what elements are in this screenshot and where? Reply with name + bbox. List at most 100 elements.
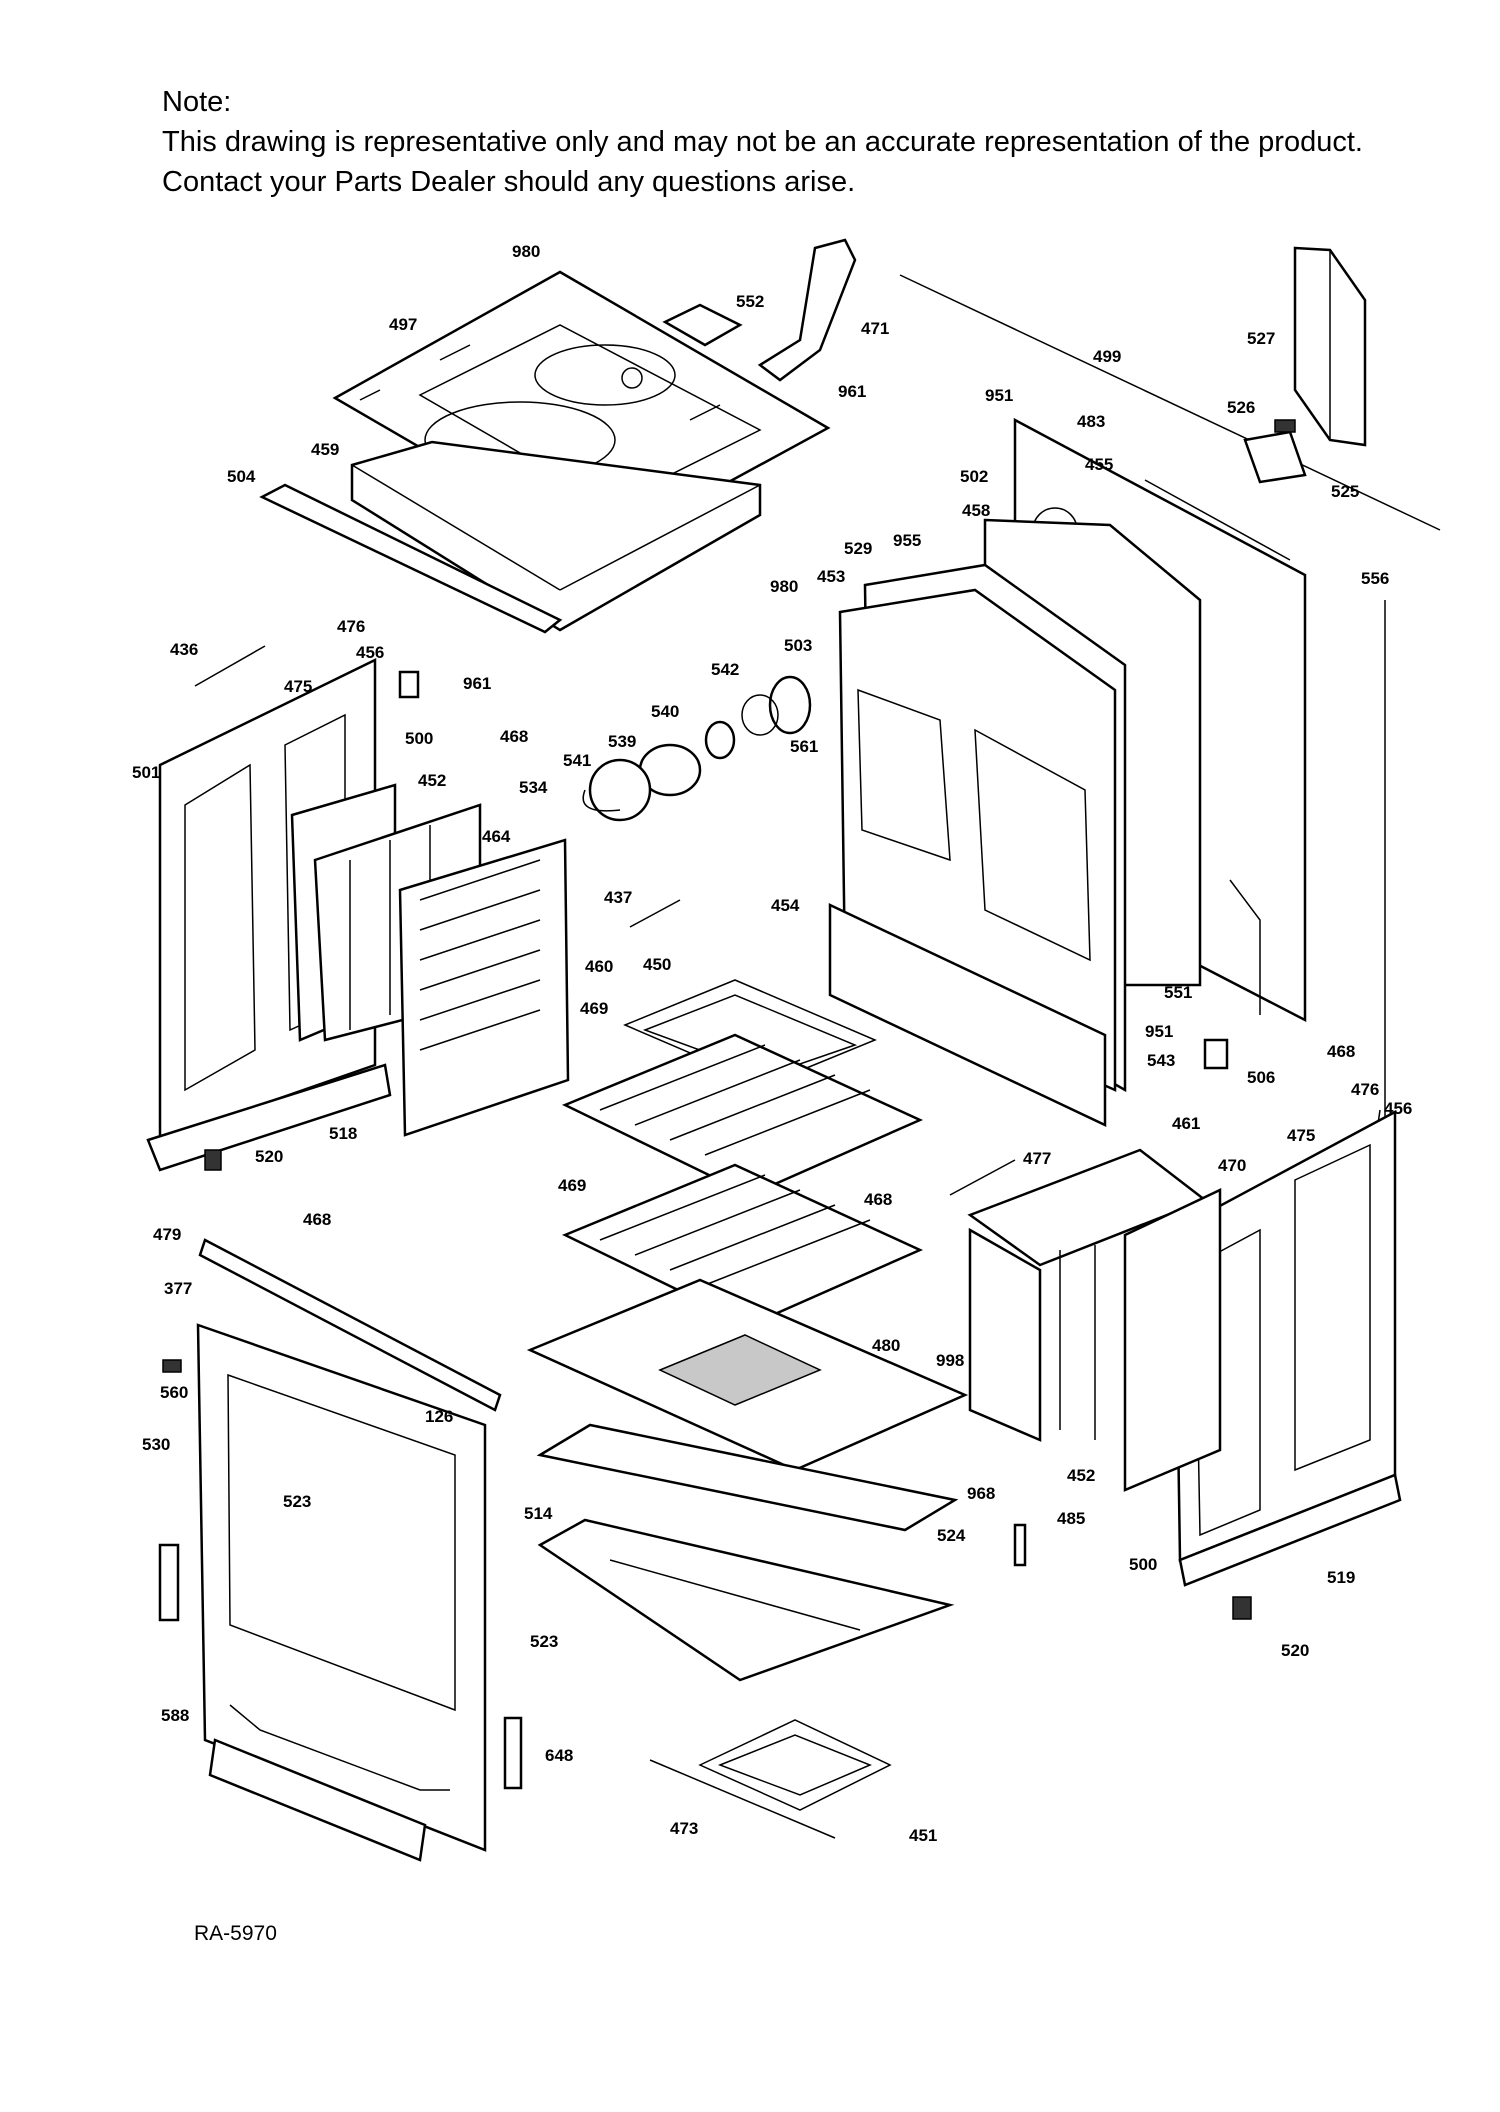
label-459: 459 [311,440,339,459]
label-460: 460 [585,957,613,976]
label-506: 506 [1247,1068,1275,1087]
label-514: 514 [524,1504,553,1523]
part-front-trim-strip [198,1238,502,1412]
label-126: 126 [425,1407,453,1426]
label-450: 450 [643,955,671,974]
label-479: 479 [153,1225,181,1244]
label-527: 527 [1247,329,1275,348]
label-542: 542 [711,660,739,679]
label-961: 961 [838,382,866,401]
label-560: 560 [160,1383,188,1402]
label-541: 541 [563,751,591,770]
label-501: 501 [132,763,160,782]
label-454: 454 [771,896,800,915]
label-477: 477 [1023,1149,1051,1168]
label-452: 452 [418,771,446,790]
label-469b: 469 [558,1176,586,1195]
label-518: 518 [329,1124,357,1143]
part-front-trim [259,483,563,634]
part-wire-strip [899,274,1441,531]
label-502: 502 [960,467,988,486]
label-475b: 475 [1287,1126,1315,1145]
label-451: 451 [909,1826,937,1845]
part-lower-baffle [828,903,1107,1127]
label-437: 437 [604,888,632,907]
part-drawer-slide [536,1423,959,1532]
label-500b: 500 [1129,1555,1157,1574]
label-523b: 523 [530,1632,558,1651]
part-insulation-block [350,440,762,632]
label-520b: 520 [1281,1641,1309,1660]
label-461: 461 [1172,1114,1200,1133]
part-warming-element [649,1719,892,1839]
label-523: 523 [283,1492,311,1511]
disclaimer-note: Note: This drawing is representative onl… [162,82,1462,202]
label-499: 499 [1093,347,1121,366]
part-vent-duct [757,238,857,382]
label-556: 556 [1361,569,1389,588]
label-503: 503 [784,636,812,655]
part-drawer-liner [537,1518,955,1682]
part-right-side-panel [1173,1109,1402,1587]
label-473: 473 [670,1819,698,1838]
label-520: 520 [255,1147,283,1166]
label-471: 471 [861,319,889,338]
label-455: 455 [1085,455,1113,474]
part-front-frame [196,1323,487,1852]
label-476b: 476 [1351,1080,1379,1099]
label-525: 525 [1331,482,1359,501]
note-heading: Note: [162,86,232,118]
label-470: 470 [1218,1156,1246,1175]
document-id: RA-5970 [194,1922,277,1945]
label-456: 456 [356,643,384,662]
label-475: 475 [284,677,312,696]
label-468: 468 [500,727,528,746]
label-526: 526 [1227,398,1255,417]
label-998: 998 [936,1351,964,1370]
note-line-2: Contact your Parts Dealer should any que… [162,166,856,198]
label-464: 464 [482,827,511,846]
label-540: 540 [651,702,679,721]
label-951b: 951 [1145,1022,1173,1041]
label-452b: 452 [1067,1466,1095,1485]
label-483: 483 [1077,412,1105,431]
part-terminal-block [1243,419,1307,484]
label-551: 551 [1164,983,1192,1002]
label-453: 453 [817,567,845,586]
label-456b: 456 [1384,1099,1412,1118]
label-955: 955 [893,531,921,550]
part-side-bracket [1293,246,1367,447]
note-line-1: This drawing is representative only and … [162,126,1363,158]
part-oven-rack-upper [561,1033,924,1197]
label-968: 968 [967,1484,995,1503]
label-500: 500 [405,729,433,748]
label-436: 436 [170,640,198,659]
label-588: 588 [161,1706,189,1725]
label-951: 951 [985,386,1013,405]
label-480: 480 [872,1336,900,1355]
label-561: 561 [790,737,818,756]
part-plate [662,303,743,347]
label-980b: 980 [770,577,798,596]
label-524: 524 [937,1526,966,1545]
label-458: 458 [962,501,990,520]
part-left-rack-guide [398,838,570,1137]
label-529: 529 [844,539,872,558]
part-right-heater-assembly [967,1148,1222,1492]
label-497: 497 [389,315,417,334]
label-530: 530 [142,1435,170,1454]
label-552: 552 [736,292,764,311]
callout-labels: 980 552 471 497 499 527 961 951 483 526 … [132,242,1412,1845]
label-468c: 468 [864,1190,892,1209]
label-980: 980 [512,242,540,261]
part-small-hardware [158,645,1252,1790]
label-469: 469 [580,999,608,1018]
part-lamp-assembly [582,675,812,822]
label-648: 648 [545,1746,573,1765]
label-534: 534 [519,778,548,797]
label-519: 519 [1327,1568,1355,1587]
part-bottom-rail [208,1738,427,1862]
part-power-cord [1374,600,1396,1146]
label-485: 485 [1057,1509,1085,1528]
